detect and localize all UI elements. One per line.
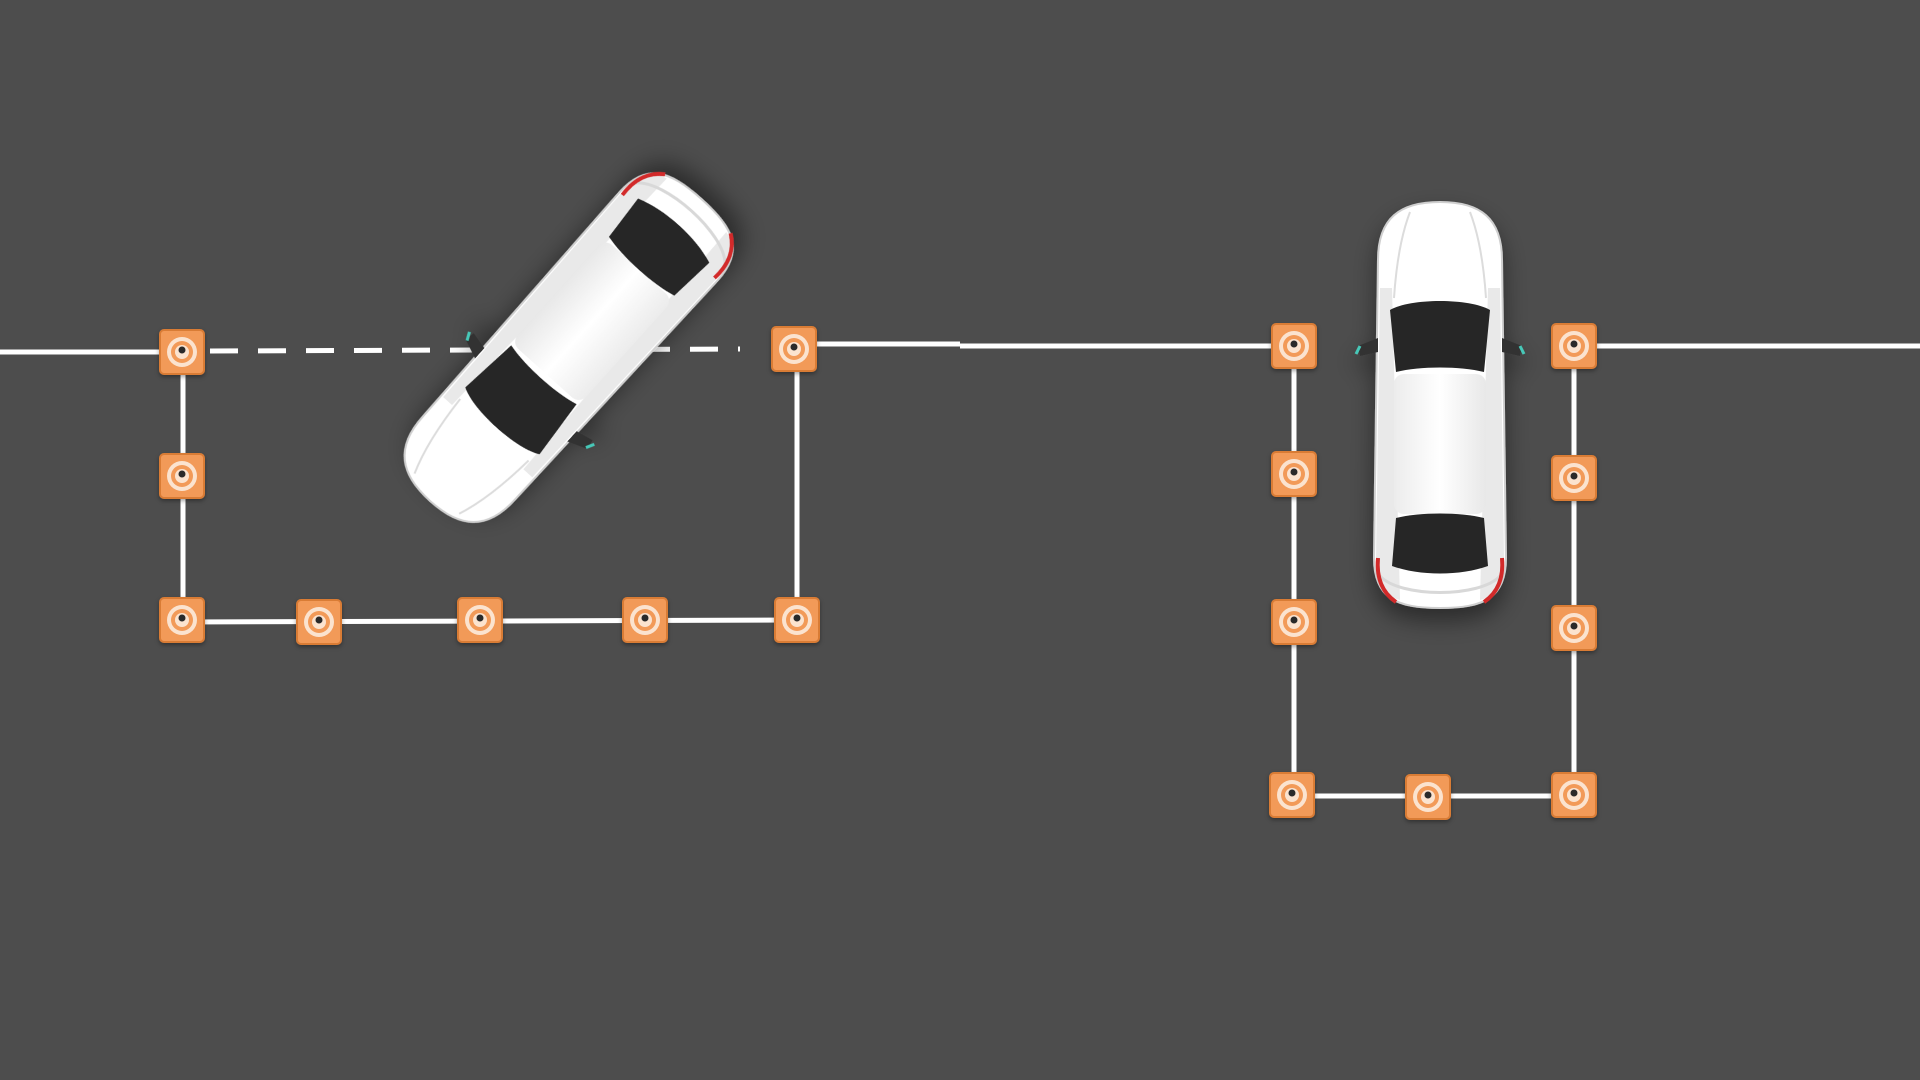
traffic-cone-icon (159, 329, 205, 375)
traffic-cone-icon (1551, 323, 1597, 369)
traffic-cone-icon (771, 326, 817, 372)
car-top-view-icon (1354, 200, 1526, 610)
traffic-cone-icon (1269, 772, 1315, 818)
traffic-cone-icon (1271, 323, 1317, 369)
traffic-cone-icon (1551, 605, 1597, 651)
traffic-cone-icon (159, 453, 205, 499)
traffic-cone-icon (1405, 774, 1451, 820)
traffic-cone-icon (622, 597, 668, 643)
traffic-cone-icon (296, 599, 342, 645)
traffic-cone-icon (1551, 772, 1597, 818)
traffic-cone-icon (1271, 451, 1317, 497)
traffic-cone-icon (774, 597, 820, 643)
traffic-cone-icon (1551, 455, 1597, 501)
traffic-cone-icon (159, 597, 205, 643)
traffic-cone-icon (1271, 599, 1317, 645)
traffic-cone-icon (457, 597, 503, 643)
